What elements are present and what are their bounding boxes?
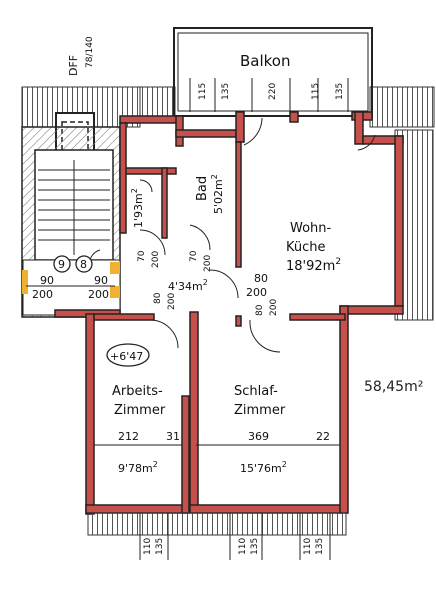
stair-circle-9-label: 9 xyxy=(58,258,65,271)
bottom-ticks xyxy=(139,513,331,560)
arbeits-area-sup: 2 xyxy=(153,460,158,469)
schlaf2-label: Zimmer xyxy=(234,403,286,418)
wohn-area-label: 18'92m2 xyxy=(286,257,341,274)
stair-dim-200b: 200 xyxy=(88,288,109,301)
dim-bot-110a: 110 xyxy=(143,538,153,555)
bad-label: Bad xyxy=(195,176,210,201)
dim-bot-110c: 110 xyxy=(303,538,313,555)
kueche-label: Küche xyxy=(286,240,326,255)
schlaf-area-label: 15'76m2 xyxy=(240,460,287,475)
roof-hatch-right xyxy=(369,86,435,128)
dim-80b: 80 xyxy=(153,292,163,304)
dim-bot-110b: 110 xyxy=(238,538,248,555)
dim-200a: 200 xyxy=(151,251,161,268)
arbeits-label: Arbeits- xyxy=(112,384,163,399)
bad-area-sup: 2 xyxy=(210,174,219,179)
total-area-label: 58,45m² xyxy=(364,379,424,395)
hall-area-sup: 2 xyxy=(203,278,208,287)
dim-200b: 200 xyxy=(203,255,213,272)
stair-circle-8-label: 8 xyxy=(80,258,87,271)
dim-200d: 200 xyxy=(167,293,177,310)
bottom-hatch xyxy=(87,512,347,536)
wc-area-label: 1'93m2 xyxy=(130,188,145,228)
stair-accent-1 xyxy=(110,262,120,274)
dimension-lines xyxy=(26,285,340,446)
hall-area-label: 4'34m2 xyxy=(168,278,208,293)
walls xyxy=(54,111,404,515)
stair-circle-9 xyxy=(53,255,71,273)
arbeits-area-label: 9'78m2 xyxy=(118,460,158,475)
dim-70b: 70 xyxy=(189,250,199,262)
wc-area-value: 1'93m xyxy=(132,193,145,228)
hall-area-value: 4'34m xyxy=(168,280,203,293)
dim-200e: 200 xyxy=(269,299,279,316)
dim-balkon-220: 220 xyxy=(268,83,278,100)
stair-accent-3 xyxy=(22,270,28,294)
stair-circle-8 xyxy=(75,255,93,273)
door-arcs xyxy=(89,117,376,353)
wohn-label: Wohn- xyxy=(290,221,332,236)
stair-dim-90a: 90 xyxy=(40,274,54,287)
dim-balkon-115a: 115 xyxy=(198,83,208,100)
arbeits2-label: Zimmer xyxy=(114,403,166,418)
dim-200c: 200 xyxy=(246,286,267,299)
dim-bot-135c: 135 xyxy=(315,538,325,555)
dim-31: 31 xyxy=(166,430,180,443)
wohn-area-sup: 2 xyxy=(335,257,341,267)
dim-balkon-135b: 135 xyxy=(335,83,345,100)
dff-size-label: 78/140 xyxy=(85,36,95,68)
balkon-label: Balkon xyxy=(240,52,291,70)
dim-bot-135b: 135 xyxy=(250,538,260,555)
wc-area-sup: 2 xyxy=(130,188,139,193)
roof-hatch-mid xyxy=(139,86,176,118)
stair-accent-2 xyxy=(110,286,120,298)
wohn-area-value: 18'92m xyxy=(286,259,335,274)
dim-70a: 70 xyxy=(137,250,147,262)
bad-area-value: 5'02m xyxy=(212,179,225,214)
stair-treads xyxy=(38,160,110,255)
dff-label: DFF xyxy=(67,55,80,76)
schlaf-area-value: 15'76m xyxy=(240,462,282,475)
dim-22: 22 xyxy=(316,430,330,443)
dim-bot-135a: 135 xyxy=(155,538,165,555)
bad-area-label: 5'02m2 xyxy=(210,174,225,214)
balkon-ticks xyxy=(189,78,349,112)
stair-dim-200a: 200 xyxy=(32,288,53,301)
balkon-inner xyxy=(177,32,369,112)
schlaf-area-sup: 2 xyxy=(282,460,287,469)
stair-landing xyxy=(22,259,121,316)
dim-balkon-115b: 115 xyxy=(311,83,321,100)
level-badge xyxy=(106,343,150,367)
dim-80c: 80 xyxy=(255,304,265,316)
dim-212: 212 xyxy=(118,430,139,443)
balkon-outline xyxy=(173,27,373,117)
level-label: +6'47 xyxy=(110,350,143,363)
arbeits-area-value: 9'78m xyxy=(118,462,153,475)
dim-balkon-135a: 135 xyxy=(221,83,231,100)
schlaf-label: Schlaf- xyxy=(234,384,278,399)
stair-dim-90b: 90 xyxy=(94,274,108,287)
dim-80a: 80 xyxy=(254,272,268,285)
dim-369: 369 xyxy=(248,430,269,443)
